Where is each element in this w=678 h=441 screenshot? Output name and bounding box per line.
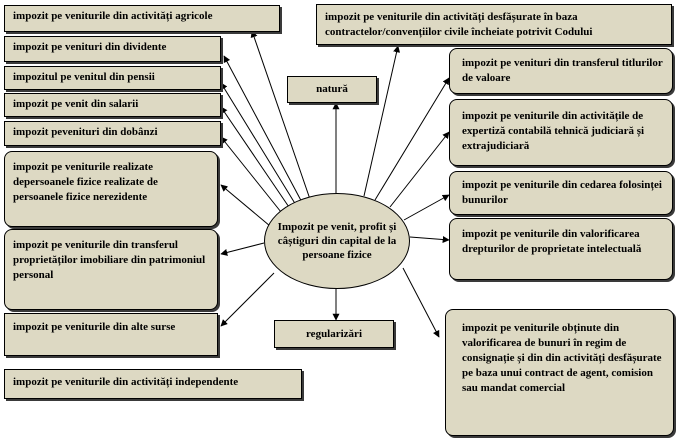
box-dobanzi: impozit pevenituri din dobânzi xyxy=(4,121,221,146)
box-natura: natură xyxy=(287,76,377,103)
arrow-to-cedarea xyxy=(403,194,450,221)
box-dividente: impozit pe venituri din dividente xyxy=(4,36,221,62)
box-regularizari: regularizări xyxy=(274,320,394,348)
box-independente: impozit pe veniturile din activități ind… xyxy=(4,369,302,399)
arrow-to-expertiza xyxy=(389,131,450,208)
box-alte-surse: impozit pe veniturile din alte surse xyxy=(4,313,218,356)
box-agricole: impozit pe veniturile din activități agr… xyxy=(4,5,280,32)
box-nerezidente: impozit pe veniturile realizate depersoa… xyxy=(4,151,218,227)
arrow-to-agricole xyxy=(250,30,313,206)
box-imobiliare: impozit pe veniturile din transferul pro… xyxy=(4,229,218,310)
arrow-to-salarii xyxy=(220,106,294,214)
arrow-to-imobiliare xyxy=(220,242,265,256)
arrow-to-contracte xyxy=(363,45,401,197)
box-intelectuala: impozit pe veniturile din valorificarea … xyxy=(449,218,673,280)
box-titluri: impozit pe venituri din transferul titlu… xyxy=(449,48,673,94)
arrow-to-dobanzi xyxy=(220,136,286,218)
arrow-to-consignatie xyxy=(402,267,440,338)
box-salarii: impozit pe venit din salarii xyxy=(4,93,221,117)
box-expertiza: impozit pe veniturile din activitățile d… xyxy=(449,99,673,166)
box-contracte: impozit pe veniturile din activități des… xyxy=(316,4,672,45)
arrow-to-dividente xyxy=(223,55,306,209)
arrow-to-nerezidente xyxy=(220,184,271,227)
arrow-to-titluri xyxy=(374,77,450,201)
center-node: Impozit pe venit, profit și câștiguri di… xyxy=(264,193,410,289)
box-pensii: impozitul pe venitul din pensii xyxy=(4,66,221,90)
arrow-to-intelectuala xyxy=(409,236,450,244)
box-consignatie: impozit pe veniturile obținute din valor… xyxy=(445,309,674,436)
box-cedarea: impozit pe veniturile din cedarea folosi… xyxy=(449,171,673,215)
arrow-to-pensii xyxy=(220,82,300,211)
arrow-to-alte-surse xyxy=(220,272,275,327)
center-node-label: Impozit pe venit, profit și câștiguri di… xyxy=(277,221,397,261)
